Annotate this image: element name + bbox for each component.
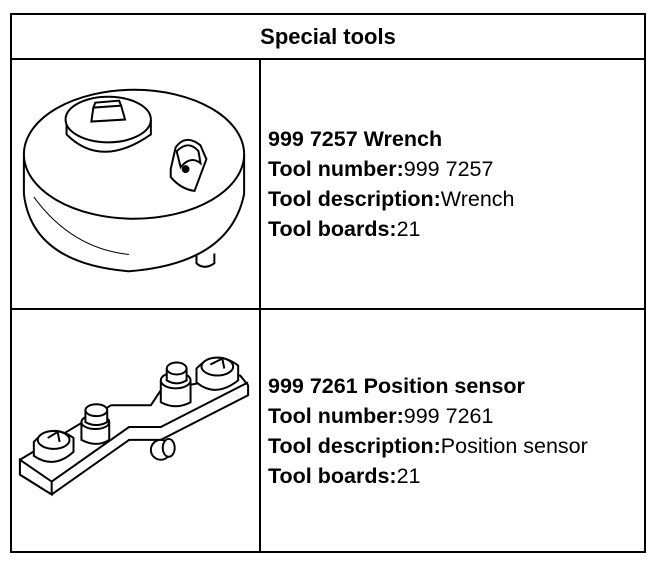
tool-number-value: 999 7261 xyxy=(403,403,494,428)
position-sensor-details: 999 7261 Position sensor Tool number:999… xyxy=(268,310,644,551)
tool-boards-value: 21 xyxy=(396,463,421,488)
tool-boards-value: 21 xyxy=(396,217,421,241)
tool-boards-label: Tool boards: xyxy=(268,217,397,241)
tool-number-value: 999 7257 xyxy=(403,157,494,181)
table-title: Special tools xyxy=(260,23,396,49)
tool-description-label: Tool description: xyxy=(268,187,441,211)
table-header: Special tools xyxy=(12,15,644,60)
table-row: 999 7261 Position sensor Tool number:999… xyxy=(12,310,644,551)
wrench-illustration xyxy=(22,88,246,273)
position-sensor-illustration xyxy=(18,356,250,497)
tool-heading: 999 7261 Position sensor xyxy=(268,373,525,398)
tool-description-line: Tool description:Wrench xyxy=(268,184,644,214)
position-sensor-illustration-cell xyxy=(12,310,261,551)
tool-description-value: Position sensor xyxy=(440,433,588,458)
table-row: 999 7257 Wrench Tool number:999 7257 Too… xyxy=(12,60,644,310)
tool-description-value: Wrench xyxy=(440,187,515,211)
tool-heading: 999 7257 Wrench xyxy=(268,127,443,151)
wrench-details: 999 7257 Wrench Tool number:999 7257 Too… xyxy=(268,60,644,308)
wrench-illustration-cell xyxy=(12,60,261,308)
special-tools-table: Special tools xyxy=(10,13,646,553)
tool-boards-label: Tool boards: xyxy=(268,463,397,488)
tool-number-line: Tool number:999 7257 xyxy=(268,154,644,184)
tool-number-label: Tool number: xyxy=(268,403,404,428)
tool-description-label: Tool description: xyxy=(268,433,441,458)
tool-boards-line: Tool boards:21 xyxy=(268,214,644,244)
tool-number-line: Tool number:999 7261 xyxy=(268,401,644,431)
tool-number-label: Tool number: xyxy=(268,157,404,181)
tool-description-line: Tool description:Position sensor xyxy=(268,431,644,461)
tool-boards-line: Tool boards:21 xyxy=(268,461,644,491)
